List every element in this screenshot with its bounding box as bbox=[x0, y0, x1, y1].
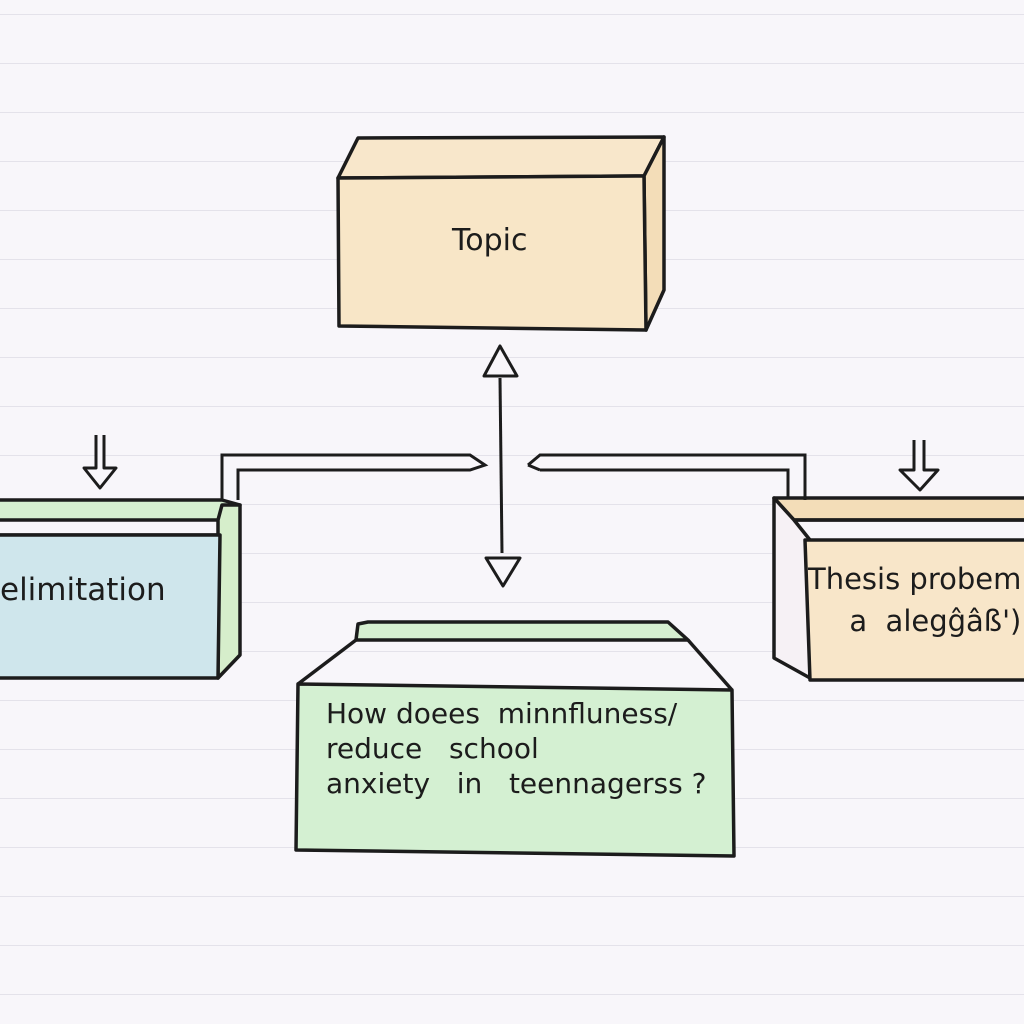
ruled-line bbox=[0, 896, 1024, 897]
ruled-line bbox=[0, 553, 1024, 554]
research-question-label: How doees minnfluness/ reduce school anx… bbox=[326, 697, 707, 800]
question-box bbox=[294, 620, 736, 858]
ruled-line bbox=[0, 406, 1024, 407]
ruled-line bbox=[0, 112, 1024, 113]
ruled-line bbox=[0, 63, 1024, 64]
ruled-line bbox=[0, 504, 1024, 505]
down-arrow-icon bbox=[898, 440, 940, 492]
thesis-problem-label: Thesis probem a alegĝâß') bbox=[808, 562, 1022, 639]
ruled-line bbox=[0, 651, 1024, 652]
connector-left bbox=[220, 453, 489, 500]
ruled-line bbox=[0, 14, 1024, 15]
ruled-line bbox=[0, 945, 1024, 946]
connector-right bbox=[527, 453, 807, 500]
double-arrow bbox=[482, 344, 522, 588]
ruled-line bbox=[0, 455, 1024, 456]
thesis-box bbox=[772, 496, 1024, 682]
delimitation-box bbox=[0, 498, 242, 680]
delimitation-label: elimitation bbox=[0, 572, 166, 608]
ruled-line bbox=[0, 994, 1024, 995]
topic-box bbox=[336, 135, 666, 332]
ruled-line bbox=[0, 357, 1024, 358]
topic-label: Topic bbox=[452, 223, 528, 258]
ruled-line bbox=[0, 602, 1024, 603]
down-arrow-icon bbox=[82, 435, 118, 490]
